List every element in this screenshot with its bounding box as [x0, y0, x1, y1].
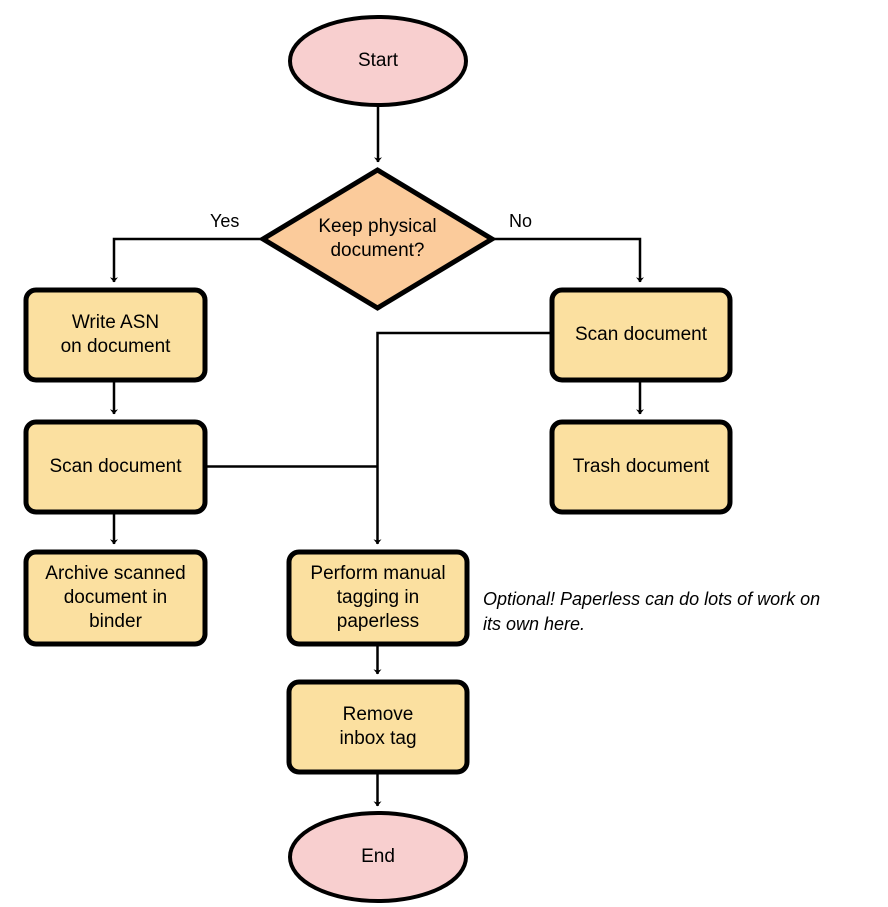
edge-label-no: No: [509, 211, 533, 231]
node-remove-inbox-tag[interactable]: [286, 679, 470, 775]
node-write-asn[interactable]: [23, 287, 208, 383]
node-scan-document-right[interactable]: [549, 287, 733, 383]
annotation-optional-note: Optional! Paperless can do lots of work …: [483, 589, 821, 634]
edge-decision-to-scan-right: [492, 237, 644, 283]
node-end[interactable]: [288, 811, 468, 903]
node-archive-binder[interactable]: [23, 549, 208, 647]
node-start[interactable]: [288, 15, 468, 107]
node-scan-document-left[interactable]: [23, 419, 208, 515]
edge-decision-to-write-asn: [110, 237, 263, 283]
edge-scan-right-to-manual-tagging: [373, 331, 552, 545]
node-keep-physical-decision[interactable]: [258, 167, 497, 311]
node-trash-document[interactable]: [549, 419, 733, 515]
node-manual-tagging[interactable]: [286, 549, 470, 647]
edge-label-yes: Yes: [210, 211, 240, 231]
